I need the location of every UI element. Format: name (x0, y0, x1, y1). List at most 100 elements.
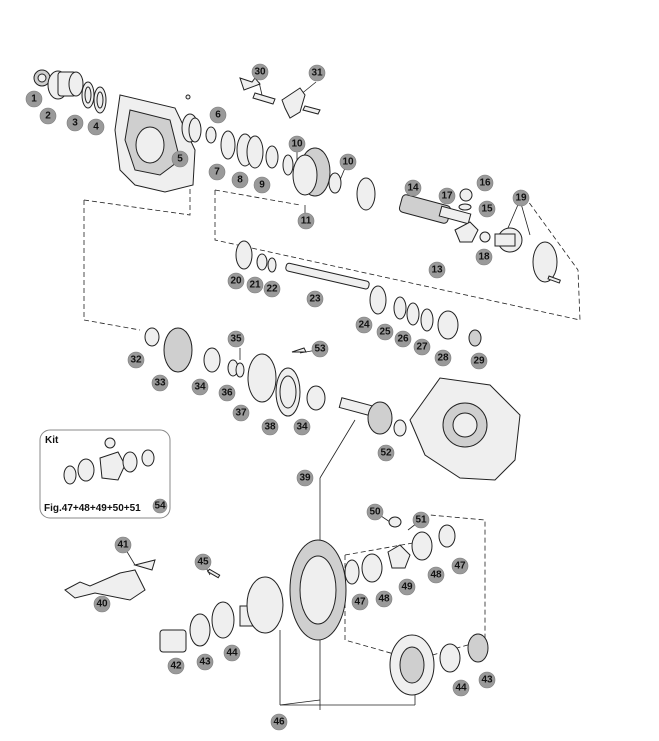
svg-text:28: 28 (437, 353, 449, 364)
shaft-assembly-13 (356, 177, 561, 284)
lower-parts (64, 516, 489, 696)
svg-text:7: 7 (214, 167, 220, 178)
middle-row-parts (144, 327, 521, 481)
svg-text:42: 42 (170, 661, 182, 672)
kit-panel: Kit Fig.47+48+49+50+51 (39, 429, 171, 519)
svg-text:2: 2 (45, 111, 51, 122)
svg-text:47: 47 (354, 597, 366, 608)
svg-text:3: 3 (72, 118, 78, 129)
svg-text:51: 51 (415, 515, 427, 526)
svg-text:54: 54 (154, 501, 166, 512)
kit-caption: Fig.47+48+49+50+51 (44, 503, 141, 514)
callout-43a: 43 (196, 653, 214, 671)
svg-text:25: 25 (379, 327, 391, 338)
svg-text:50: 50 (369, 507, 381, 518)
callout-16: 16 (476, 174, 494, 192)
svg-text:35: 35 (230, 334, 242, 345)
callout-5: 5 (171, 150, 189, 168)
svg-text:38: 38 (264, 422, 276, 433)
svg-text:13: 13 (431, 265, 443, 276)
callout-27: 27 (413, 338, 431, 356)
callout-39: 39 (296, 469, 314, 487)
svg-text:48: 48 (378, 594, 390, 605)
callout-53: 53 (311, 340, 329, 358)
callout-48b: 48 (427, 566, 445, 584)
callout-28: 28 (434, 349, 452, 367)
callout-20: 20 (227, 272, 245, 290)
svg-text:34: 34 (296, 422, 308, 433)
svg-text:36: 36 (221, 388, 233, 399)
callout-36: 36 (218, 384, 236, 402)
callout-22: 22 (263, 280, 281, 298)
svg-text:46: 46 (273, 717, 285, 728)
callout-34a: 34 (191, 378, 209, 396)
callout-26: 26 (394, 330, 412, 348)
callout-52: 52 (377, 444, 395, 462)
svg-text:29: 29 (473, 356, 485, 367)
callout-37: 37 (232, 404, 250, 422)
svg-text:47: 47 (454, 561, 466, 572)
svg-text:44: 44 (455, 683, 467, 694)
svg-text:1: 1 (31, 94, 37, 105)
svg-text:20: 20 (230, 276, 242, 287)
svg-text:23: 23 (309, 294, 321, 305)
svg-text:53: 53 (314, 344, 326, 355)
svg-text:6: 6 (215, 110, 221, 121)
svg-text:30: 30 (254, 67, 266, 78)
callout-23: 23 (306, 290, 324, 308)
svg-text:5: 5 (177, 154, 183, 165)
callout-30: 30 (251, 63, 269, 81)
svg-text:27: 27 (416, 342, 428, 353)
svg-text:40: 40 (96, 599, 108, 610)
callout-45: 45 (194, 553, 212, 571)
callout-43b: 43 (478, 671, 496, 689)
svg-text:33: 33 (154, 378, 166, 389)
svg-text:10: 10 (342, 157, 354, 168)
svg-text:24: 24 (358, 320, 370, 331)
svg-text:34: 34 (194, 382, 206, 393)
top-row-parts (33, 69, 342, 197)
callout-13: 13 (428, 261, 446, 279)
callout-25: 25 (376, 323, 394, 341)
callout-14: 14 (404, 179, 422, 197)
callout-18: 18 (475, 248, 493, 266)
callout-7: 7 (208, 163, 226, 181)
callout-21: 21 (246, 276, 264, 294)
callout-35: 35 (227, 330, 245, 348)
svg-text:8: 8 (237, 175, 243, 186)
callout-33: 33 (151, 374, 169, 392)
callout-10b: 10 (339, 153, 357, 171)
callout-24: 24 (355, 316, 373, 334)
callout-48a: 48 (375, 590, 393, 608)
svg-text:43: 43 (481, 675, 493, 686)
callout-19: 19 (512, 189, 530, 207)
callout-34b: 34 (293, 418, 311, 436)
svg-text:21: 21 (249, 280, 261, 291)
callout-15: 15 (478, 200, 496, 218)
callout-41: 41 (114, 536, 132, 554)
svg-text:52: 52 (380, 448, 392, 459)
callout-44a: 44 (223, 644, 241, 662)
callout-3: 3 (66, 114, 84, 132)
callout-50: 50 (366, 503, 384, 521)
svg-text:44: 44 (226, 648, 238, 659)
shaft-23-group (235, 240, 482, 347)
svg-text:49: 49 (401, 582, 413, 593)
svg-text:18: 18 (478, 252, 490, 263)
svg-text:26: 26 (397, 334, 409, 345)
svg-text:4: 4 (93, 122, 99, 133)
callout-49: 49 (398, 578, 416, 596)
callout-11: 11 (297, 212, 315, 230)
callout-44b: 44 (452, 679, 470, 697)
svg-text:43: 43 (199, 657, 211, 668)
callout-1: 1 (25, 90, 43, 108)
svg-text:17: 17 (441, 191, 453, 202)
callout-47b: 47 (451, 557, 469, 575)
svg-text:45: 45 (197, 557, 209, 568)
callout-38: 38 (261, 418, 279, 436)
callout-40: 40 (93, 595, 111, 613)
svg-text:10: 10 (291, 139, 303, 150)
svg-text:9: 9 (259, 180, 265, 191)
svg-text:14: 14 (407, 183, 419, 194)
